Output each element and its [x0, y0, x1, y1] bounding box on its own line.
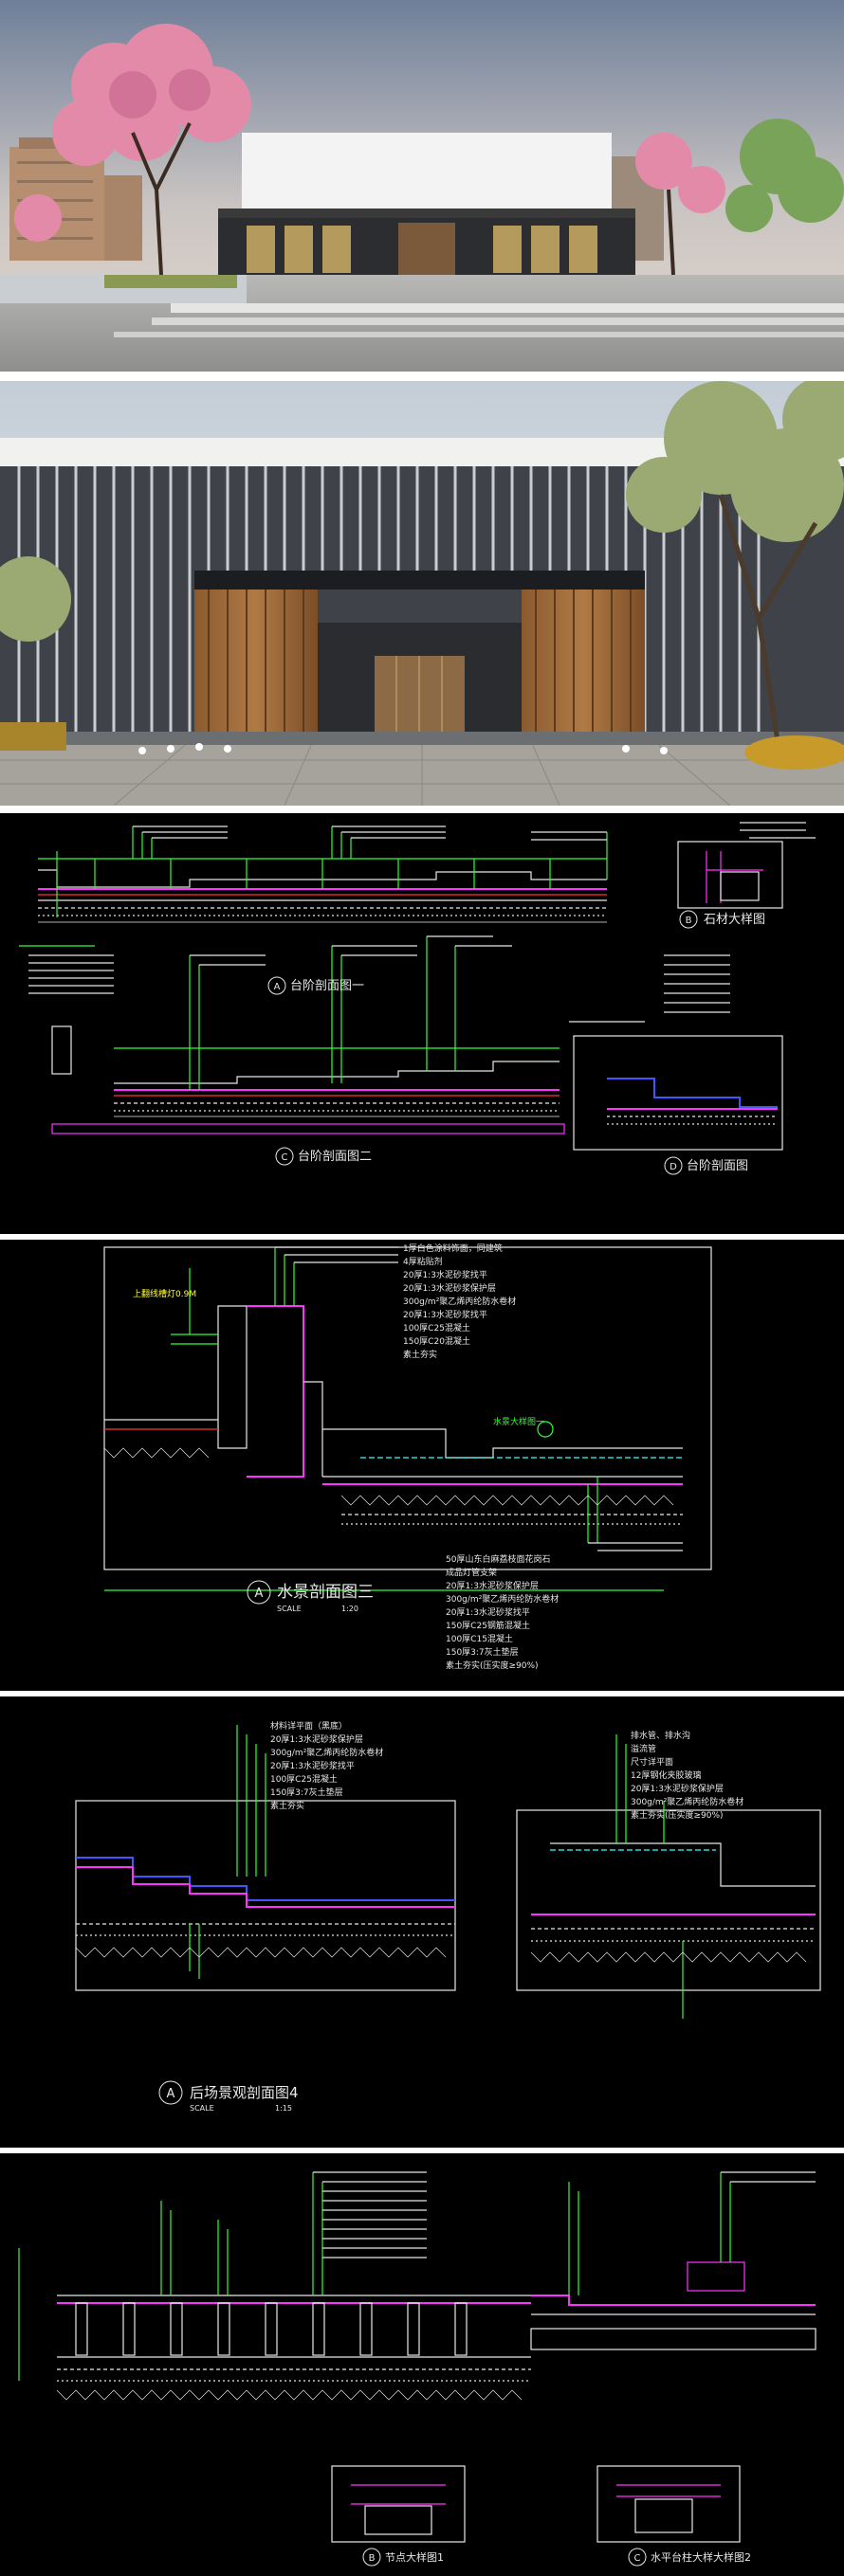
annotation-text: 素土夯实: [403, 1349, 437, 1360]
annotation-text: 4厚粘贴剂: [403, 1256, 443, 1267]
left-annotation-group: 材料详平面（黑底）20厚1:3水泥砂浆保护层 300g/m²聚乙烯丙纶防水卷材 20…: [270, 1720, 383, 1811]
annotation-text: 150厚C20混凝土: [403, 1335, 470, 1347]
annotation-text: 20厚1:3水泥砂浆保护层: [631, 1783, 724, 1794]
title-letter: A: [167, 2087, 175, 2101]
annotation-text: 100厚C15混凝土: [446, 1633, 513, 1644]
drawing-title: 后场景观剖面图4: [190, 2084, 299, 2101]
annotation-text: 12厚钢化夹胶玻璃: [631, 1769, 701, 1781]
annotation-text: 素土夯实(压实度≥90%): [631, 1809, 724, 1821]
annotation-text: 20厚1:3水泥砂浆保护层: [446, 1580, 539, 1591]
annotation-text: 素土夯实(压实度≥90%): [446, 1660, 539, 1671]
annotation-text: 50厚山东白麻荔枝面花岗石: [446, 1553, 550, 1565]
sales-pavilion-exterior-photo: [0, 0, 844, 372]
annotation-text: 300g/m²聚乙烯丙纶防水卷材: [446, 1593, 559, 1605]
annotation-text: 20厚1:3水泥砂浆保护层: [403, 1282, 496, 1294]
annotation-text: 20厚1:3水泥砂浆找平: [446, 1606, 530, 1618]
annotation-text: 尺寸详平面: [631, 1756, 673, 1768]
annotation-text: 素土夯实: [270, 1800, 304, 1811]
detail-b-letter: B: [369, 2553, 376, 2564]
annotation-text: 成品灯管支架: [446, 1567, 497, 1578]
title-marker: [158, 2080, 183, 2105]
drawing-title: 水景剖面图三: [277, 1583, 374, 1602]
detail-ref-label: 水景大样图一: [493, 1416, 544, 1427]
top-annotation-group: 1厚白色涂料饰面，同建筑 4厚粘贴剂 20厚1:3水泥砂浆找平 20厚1:3水泥砂浆保…: [403, 1243, 516, 1360]
annotation-text: 150厚3:7灰土垫层: [270, 1787, 343, 1798]
detail-c-marker: [628, 2548, 647, 2567]
step-section-drawings: A 台阶剖面图一 B 石材大样图 C 台阶剖面图二 D 台阶剖面图: [0, 813, 844, 1234]
detail-c-letter: C: [634, 2553, 641, 2564]
scale-label: SCALE: [190, 2104, 214, 2113]
annotation-text: 100厚C25混凝土: [403, 1322, 470, 1333]
annotation-text: 100厚C25混凝土: [270, 1773, 338, 1785]
annotation-text: 材料详平面（黑底）: [270, 1720, 347, 1732]
detail-b-title: 石材大样图: [704, 913, 765, 927]
annotation-text: 150厚3:7灰土垫层: [446, 1646, 519, 1658]
section-c-marker: [275, 1147, 294, 1166]
section-d-letter: D: [670, 1162, 677, 1172]
detail-b-letter: B: [686, 916, 692, 926]
annotation-text: 溢流管: [631, 1743, 656, 1754]
platform-node-detail-drawings: B 节点大样图1 C 水平台柱大样大样图2: [0, 2153, 844, 2576]
section-a-title: 台阶剖面图一: [290, 979, 364, 993]
section-c-letter: C: [282, 1152, 288, 1163]
annotation-text: 排水管、排水沟: [631, 1730, 690, 1741]
section-a-letter: A: [274, 982, 281, 992]
annotation-text: 20厚1:3水泥砂浆找平: [403, 1309, 487, 1320]
section-c-title: 台阶剖面图二: [298, 1150, 372, 1164]
water-feature-section-drawing: 上翻线槽灯0.9M 水景大样图一 1厚白色涂料饰面，同建筑 4厚粘贴剂 20厚1:3…: [0, 1240, 844, 1691]
annotation-text: 300g/m²聚乙烯丙纶防水卷材: [270, 1747, 383, 1758]
annotation-text: 20厚1:3水泥砂浆保护层: [270, 1733, 363, 1745]
annotation-text: 150厚C25钢筋混凝土: [446, 1620, 530, 1631]
detail-b-marker: [679, 910, 698, 929]
title-letter: A: [255, 1587, 264, 1601]
section-d-marker: [664, 1156, 683, 1175]
scale-value: 1:20: [341, 1605, 358, 1613]
section-d-title: 台阶剖面图: [687, 1159, 748, 1173]
entrance-facade-photo: [0, 381, 844, 806]
annotation-text: 1厚白色涂料饰面，同建筑: [403, 1243, 503, 1254]
detail-b-marker: [362, 2548, 381, 2567]
scale-label: SCALE: [277, 1605, 302, 1613]
annotation-text: 300g/m²聚乙烯丙纶防水卷材: [631, 1796, 743, 1807]
section-a-marker: [267, 976, 286, 995]
detail-c-title: 水平台柱大样大样图2: [651, 2550, 751, 2564]
scale-value: 1:15: [275, 2104, 292, 2113]
top-note: 上翻线槽灯0.9M: [133, 1288, 196, 1299]
title-marker: [247, 1580, 271, 1605]
annotation-text: 300g/m²聚乙烯丙纶防水卷材: [403, 1296, 516, 1307]
annotation-text: 20厚1:3水泥砂浆找平: [270, 1760, 355, 1771]
annotation-text: 20厚1:3水泥砂浆找平: [403, 1269, 487, 1280]
detail-b-title: 节点大样图1: [385, 2550, 444, 2564]
